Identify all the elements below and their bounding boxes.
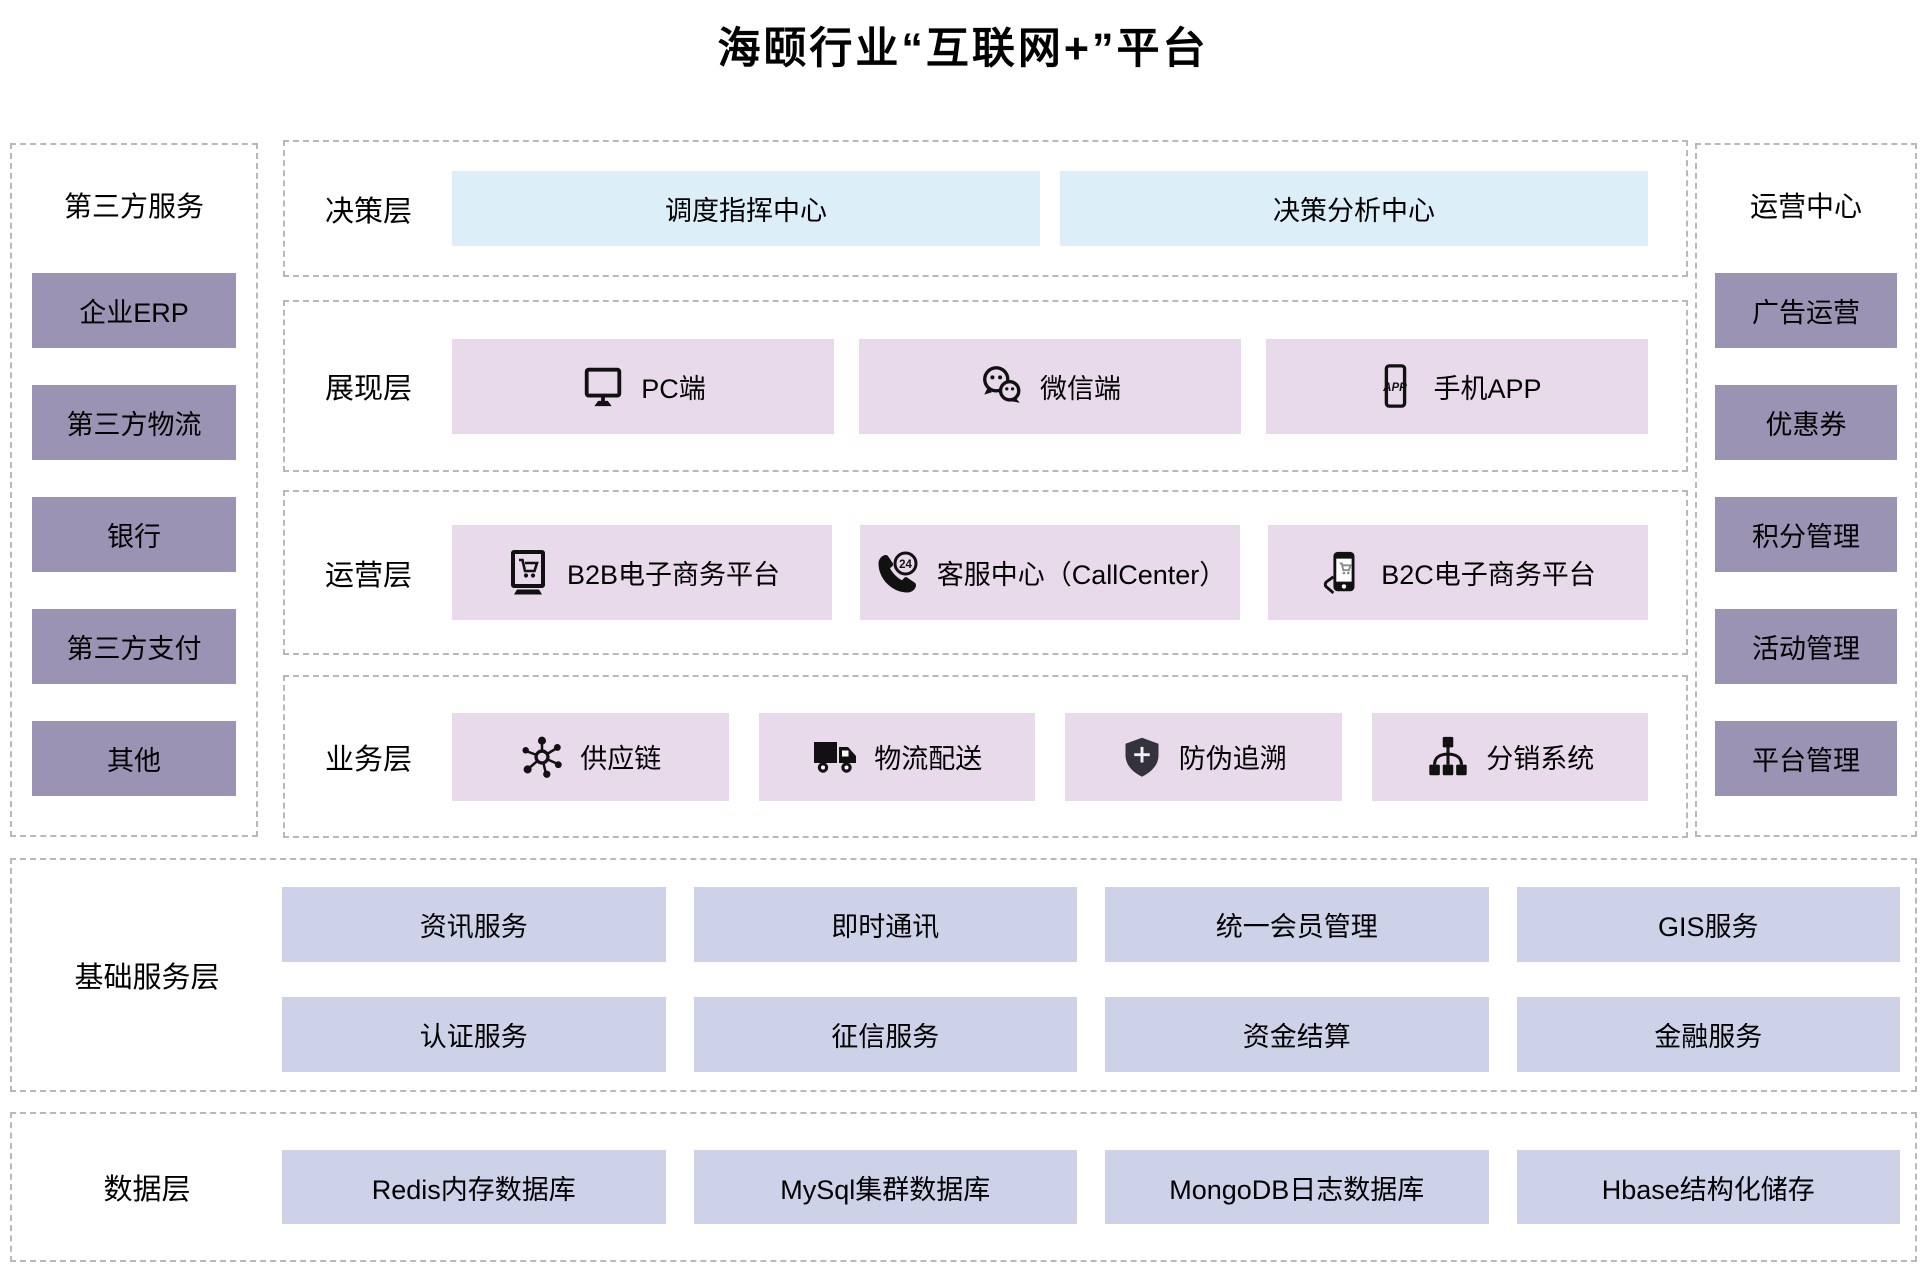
mobile-app-label: 手机APP [1433,373,1542,404]
business-layer-row: 业务层 [283,675,1688,838]
wechat-client-box: 微信端 [859,338,1241,434]
data-cell-mysql: MySql集群数据库 [693,1150,1077,1224]
third-party-item-logistics: 第三方物流 [32,385,236,460]
mobile-app-box: APP 手机APP [1266,338,1648,434]
presentation-layer-row: 展现层 PC端 [283,300,1688,472]
logistics-delivery-box: 物流配送 [758,712,1035,801]
business-layer-items: 供应链 物流配送 [452,712,1648,801]
data-layer-panel: 数据层 Redis内存数据库 MySql集群数据库 MongoDB日志数据库 H… [10,1112,1917,1262]
ops-item-coupon: 优惠券 [1715,385,1897,460]
monitor-icon [580,363,626,409]
base-cell-settlement: 资金结算 [1105,997,1489,1072]
distribution-system-box: 分销系统 [1371,712,1648,801]
hierarchy-icon [1425,734,1471,780]
operation-layer-label: 运营层 [325,559,413,592]
supply-chain-box: 供应链 [452,712,729,801]
ops-item-platform: 平台管理 [1715,721,1897,796]
distribution-system-label: 分销系统 [1486,744,1595,774]
operation-layer-row: 运营层 B2B电子商务平台 [283,490,1688,655]
b2b-monitor-cart-icon [504,549,552,597]
b2b-platform-label: B2B电子商务平台 [566,560,781,590]
anti-counterfeit-label: 防伪追溯 [1178,744,1287,774]
shield-cross-icon [1120,733,1164,781]
svg-text:24: 24 [899,559,912,571]
truck-icon [811,733,859,781]
ops-item-activity: 活动管理 [1715,609,1897,684]
pc-client-label: PC端 [641,373,706,404]
dispatch-command-center-box: 调度指挥中心 [452,171,1040,246]
operation-layer-items: B2B电子商务平台 24 客服中心（CallCenter） [452,525,1648,620]
decision-layer-label: 决策层 [325,195,413,228]
data-cell-hbase: Hbase结构化储存 [1516,1150,1900,1224]
base-cell-im: 即时通讯 [693,887,1077,962]
third-party-item-other: 其他 [32,721,236,796]
base-service-grid: 资讯服务 即时通讯 统一会员管理 GIS服务 认证服务 征信服务 资金结算 金融… [282,860,1915,1090]
callcenter-label: 客服中心（CallCenter） [936,560,1227,590]
third-party-item-erp: 企业ERP [32,273,236,348]
decision-analysis-center-box: 决策分析中心 [1060,171,1648,246]
supply-chain-icon [519,734,565,780]
operations-center-panel: 运营中心 广告运营 优惠券 积分管理 活动管理 平台管理 [1695,143,1917,837]
base-service-layer-panel: 基础服务层 资讯服务 即时通讯 统一会员管理 GIS服务 认证服务 征信服务 资… [10,858,1917,1092]
b2b-platform-box: B2B电子商务平台 [452,525,832,620]
page-title: 海颐行业“互联网+”平台 [717,25,1209,73]
anti-counterfeit-box: 防伪追溯 [1065,712,1342,801]
logistics-delivery-label: 物流配送 [874,744,983,774]
b2c-platform-box: B2C电子商务平台 [1268,525,1648,620]
phone-app-icon: APP [1372,363,1418,409]
base-cell-auth: 认证服务 [282,997,666,1072]
decision-layer-items: 调度指挥中心 决策分析中心 [452,171,1648,246]
third-party-panel-title: 第三方服务 [63,191,204,222]
data-cell-redis: Redis内存数据库 [282,1150,666,1224]
business-layer-label: 业务层 [325,743,413,776]
supply-chain-label: 供应链 [580,744,662,774]
data-cell-mongodb: MongoDB日志数据库 [1105,1150,1489,1224]
third-party-services-panel: 第三方服务 企业ERP 第三方物流 银行 第三方支付 其他 [10,143,258,837]
third-party-item-payment: 第三方支付 [32,609,236,684]
base-cell-credit: 征信服务 [693,997,1077,1072]
base-service-layer-label: 基础服务层 [74,962,220,994]
ops-item-points: 积分管理 [1715,497,1897,572]
data-layer-label: 数据层 [103,1174,191,1206]
decision-layer-row: 决策层 调度指挥中心 决策分析中心 [283,140,1688,277]
third-party-item-bank: 银行 [32,497,236,572]
hand-phone-cart-icon [1320,550,1366,596]
base-cell-gis: GIS服务 [1516,887,1900,962]
base-cell-finance: 金融服务 [1516,997,1900,1072]
data-layer-grid: Redis内存数据库 MySql集群数据库 MongoDB日志数据库 Hbase… [282,1114,1915,1260]
wechat-client-label: 微信端 [1040,373,1121,404]
wechat-icon [979,363,1025,409]
svg-text:APP: APP [1383,382,1408,394]
pc-client-box: PC端 [452,338,834,434]
callcenter-24-icon: 24 [874,549,922,597]
presentation-layer-label: 展现层 [325,373,413,405]
presentation-layer-items: PC端 微信端 [452,338,1648,434]
base-cell-member: 统一会员管理 [1105,887,1489,962]
base-cell-news: 资讯服务 [282,887,666,962]
operations-center-title: 运营中心 [1749,191,1862,222]
callcenter-box: 24 客服中心（CallCenter） [860,525,1240,620]
b2c-platform-label: B2C电子商务平台 [1381,560,1596,590]
ops-item-advertising: 广告运营 [1715,273,1897,348]
